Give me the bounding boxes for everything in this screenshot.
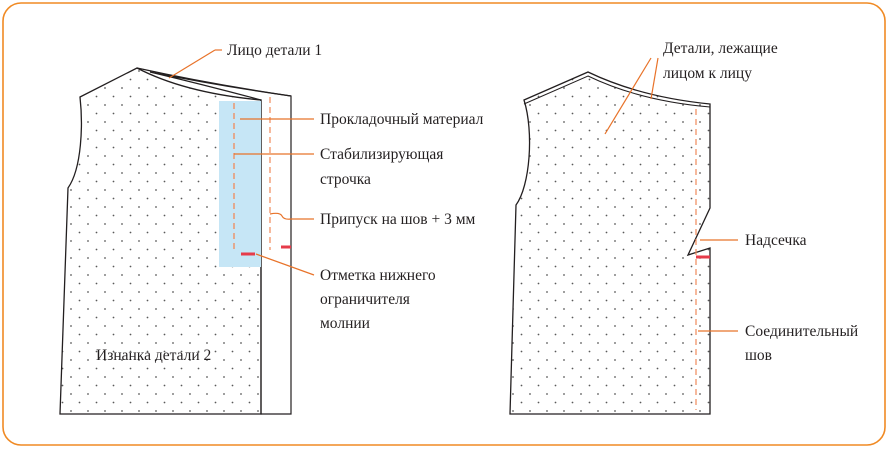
label-seam-line1: Соединительный [745,323,858,340]
interfacing-strip [219,101,261,267]
right-bodice [509,71,711,415]
label-zipper-line3: молнии [320,315,370,332]
piece-2-wrong-side [59,67,262,415]
left-figure [59,49,315,415]
label-seam-line2: шов [745,347,772,364]
label-right-sides-line2: лицом к лицу [663,65,752,82]
label-zipper-line2: ограничителя [320,291,410,308]
leader-zipper [255,253,315,276]
right-figure [509,57,738,415]
leader-face1 [168,49,216,79]
leader-allowance-bracket [269,212,292,220]
label-stabilizing-line2: строчка [320,171,371,188]
label-allowance: Припуск на шов + 3 мм [320,211,476,228]
label-notch: Надсечка [745,232,807,249]
label-interfacing: Прокладочный материал [320,111,484,128]
label-zipper-line1: Отметка нижнего [320,267,436,284]
piece-1-top-edge [136,67,292,97]
leader-right-sides-1 [604,57,652,135]
label-face1: Лицо детали 1 [227,42,322,59]
label-wrong-side2: Изнанка детали 2 [96,347,211,364]
label-stabilizing-line1: Стабилизирующая [320,146,443,163]
piece-1-face [149,71,292,415]
leader-right-sides-2 [650,57,659,100]
right-top-edge-double [523,75,711,108]
label-right-sides-line1: Детали, лежащие [663,40,778,57]
